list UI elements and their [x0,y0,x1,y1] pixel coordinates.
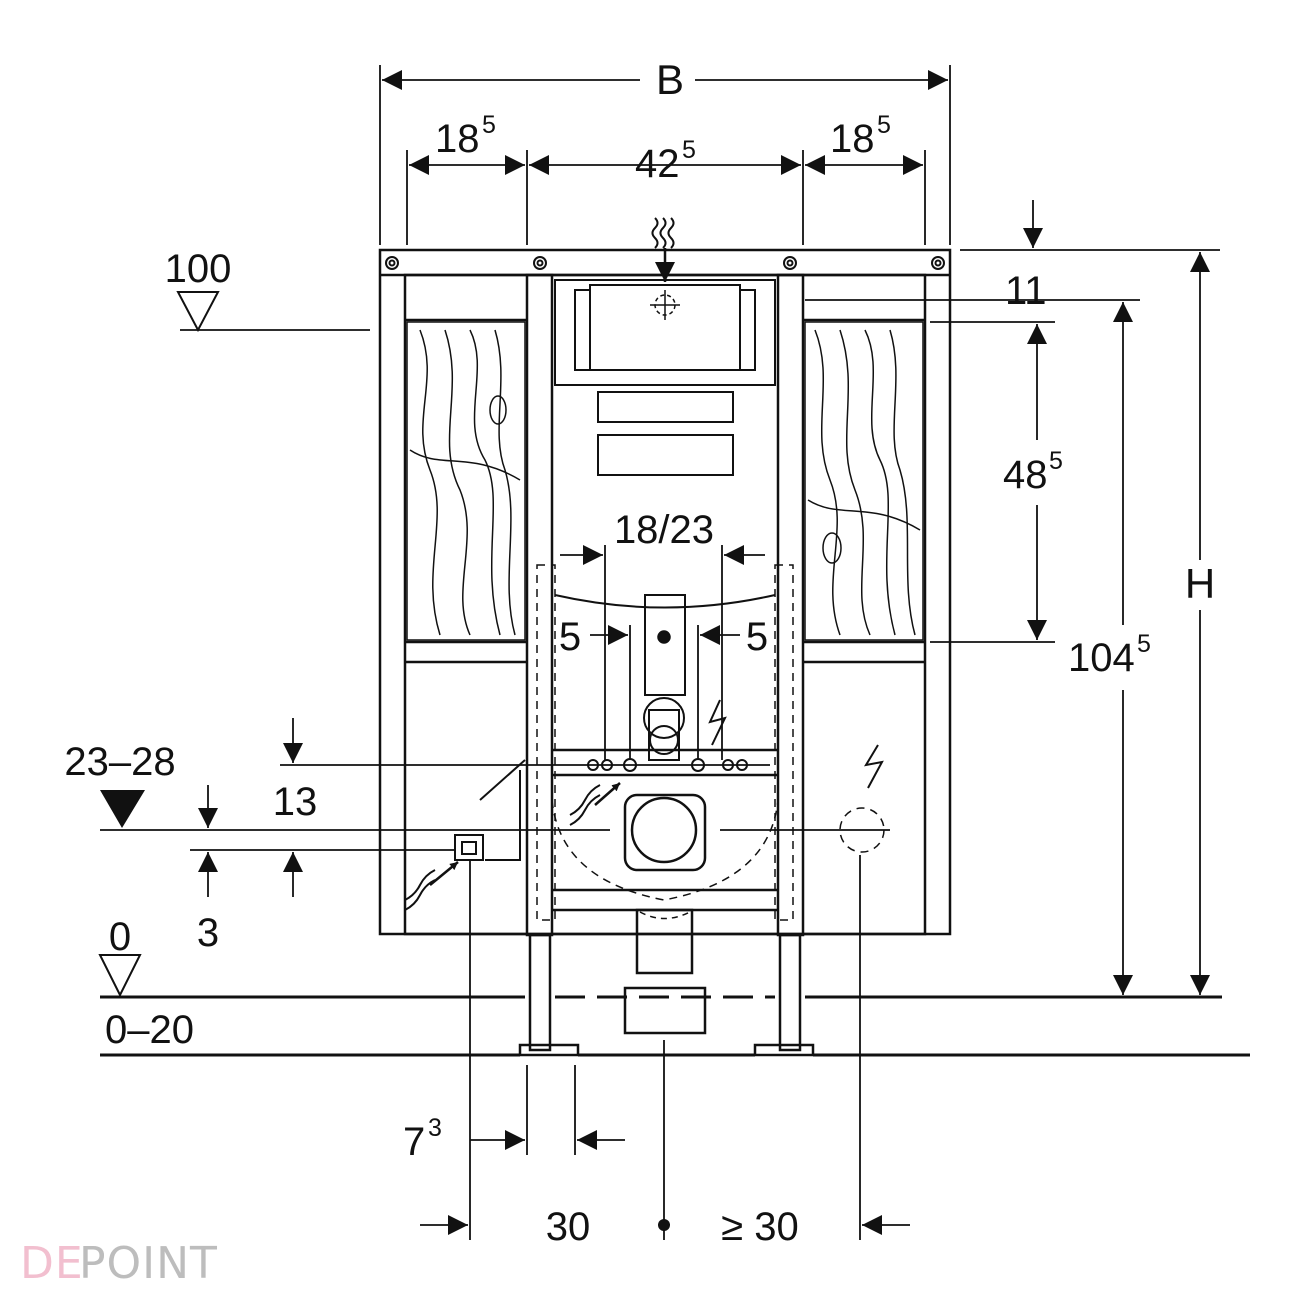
label-floor-range: 0–20 [105,1008,194,1052]
watermark-logo: DE POINT [20,1238,218,1289]
center-bay-sup: 5 [682,136,696,164]
panel-height-sup: 5 [1049,447,1063,475]
label-left-clearance: 30 [546,1205,591,1249]
wood-panel-right [804,321,924,641]
frame-height-sup: 5 [1137,630,1151,658]
label-drain-offset: 13 [273,780,318,824]
label-center-bay: 42 5 [635,136,696,186]
center-bay-value: 42 [635,142,680,186]
left-bay-value: 18 [435,117,480,161]
edge-offset-value: 7 [403,1120,425,1164]
label-frame-height: 104 5 [1068,630,1151,680]
right-bay-sup: 5 [877,111,891,139]
cistern [554,279,776,761]
label-edge-offset: 7 3 [403,1114,442,1164]
label-width-B: B [656,56,684,103]
frame-bolts [385,256,945,270]
level-marker-floor [98,954,142,998]
dashed-outlines [536,564,885,921]
label-top-offset: 11 [1005,269,1047,313]
label-level-upper: 100 [165,247,232,291]
dimension-lines [100,65,1220,1240]
right-bay-value: 18 [830,117,875,161]
label-left-bay: 18 5 [435,111,496,161]
edge-offset-sup: 3 [428,1114,442,1142]
label-small-offset: 3 [197,911,219,955]
label-level-floor: 0 [109,915,131,959]
label-right-clearance: ≥ 30 [721,1205,799,1249]
wood-panel-left [406,321,526,641]
water-inlet-arrow-center [594,782,621,806]
label-height-H: H [1185,560,1215,607]
left-bay-sup: 5 [482,111,496,139]
drain-pipe [551,793,779,1035]
frame-height-value: 104 [1068,636,1135,680]
watermark-rest: POINT [79,1238,218,1289]
electrical-icon [708,699,884,789]
label-panel-height: 48 5 [1003,447,1063,497]
label-left-gap: 5 [559,615,581,659]
floor-lines [100,995,1250,1057]
supply-connector [454,759,526,861]
water-inlet-arrow-left [429,861,459,886]
level-marker-drain [100,790,145,828]
panel-height-value: 48 [1003,453,1048,497]
label-right-gap: 5 [746,615,768,659]
water-supply-icon [404,217,675,911]
label-flush-spacing: 18/23 [614,508,714,552]
center-point-marker [658,1219,670,1231]
level-marker-upper [176,291,220,333]
label-drain-range: 23–28 [64,740,175,784]
centerline-mark [650,290,680,644]
watermark-accent: DE [20,1238,84,1289]
label-right-bay: 18 5 [830,111,891,161]
